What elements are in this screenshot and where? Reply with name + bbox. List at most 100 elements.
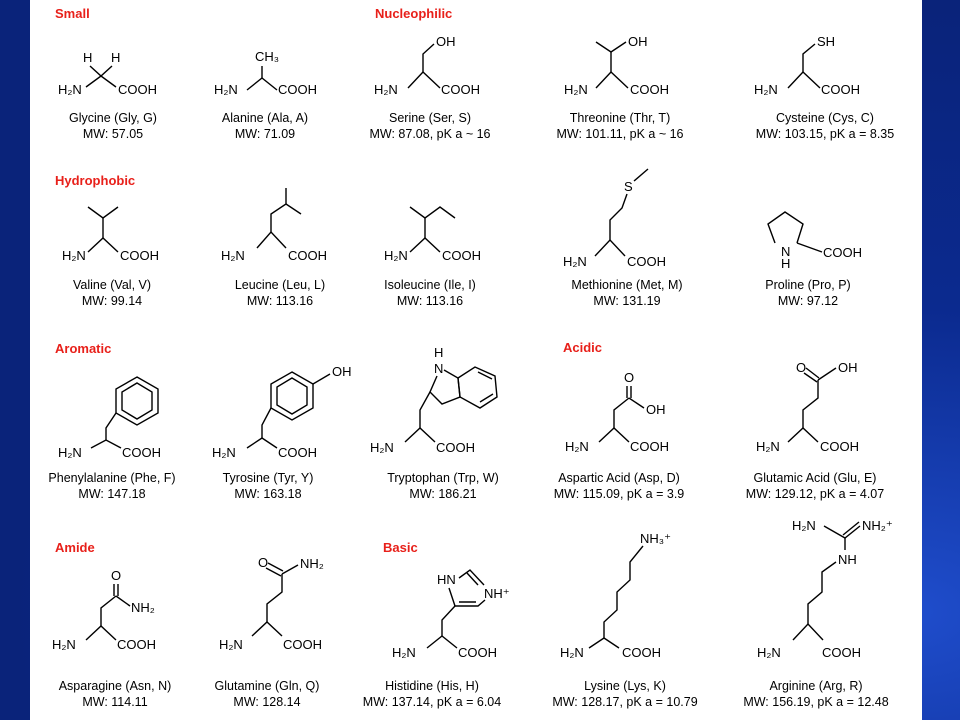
structure-glutamic-acid: O OH H₂N COOH [756, 360, 859, 454]
name-tyrosine: Tyrosine (Tyr, Y) [223, 471, 314, 485]
svg-text:COOH: COOH [288, 248, 327, 263]
mw-glycine: MW: 57.05 [83, 127, 143, 141]
svg-text:N: N [781, 244, 790, 259]
mw-glutamic-acid: MW: 129.12, pK a = 4.07 [746, 487, 884, 501]
structure-valine: H₂N COOH [62, 206, 159, 263]
name-glutamic-acid: Glutamic Acid (Glu, E) [754, 471, 877, 485]
svg-text:H₂N: H₂N [374, 82, 398, 97]
svg-text:H₂N: H₂N [565, 439, 589, 454]
svg-text:COOH: COOH [458, 645, 497, 660]
svg-text:OH: OH [646, 402, 666, 417]
mw-phenylalanine: MW: 147.18 [78, 487, 145, 501]
svg-text:H: H [434, 345, 443, 360]
svg-text:NH₂: NH₂ [300, 556, 324, 571]
mw-serine: MW: 87.08, pK a ~ 16 [369, 127, 490, 141]
mw-glutamine: MW: 128.14 [233, 695, 300, 709]
category-amide: Amide [55, 540, 95, 555]
mw-lysine: MW: 128.17, pK a = 10.79 [552, 695, 697, 709]
svg-text:COOH: COOH [120, 248, 159, 263]
mw-threonine: MW: 101.11, pK a ~ 16 [556, 127, 683, 141]
name-aspartic-acid: Aspartic Acid (Asp, D) [558, 471, 680, 485]
svg-text:H₂N: H₂N [58, 82, 82, 97]
mw-leucine: MW: 113.16 [247, 294, 313, 308]
svg-text:N: N [434, 361, 443, 376]
structure-tryptophan: H N H₂N COOH [370, 345, 498, 455]
name-tryptophan: Tryptophan (Trp, W) [387, 471, 499, 485]
category-aromatic: Aromatic [55, 341, 111, 356]
category-nucleophilic: Nucleophilic [375, 6, 452, 21]
svg-text:O: O [624, 370, 634, 385]
name-serine: Serine (Ser, S) [389, 111, 471, 125]
structure-tyrosine: OH H₂N COOH [212, 364, 352, 460]
name-valine: Valine (Val, V) [73, 278, 151, 292]
svg-text:COOH: COOH [622, 645, 661, 660]
name-arginine: Arginine (Arg, R) [769, 679, 862, 693]
structure-isoleucine: H₂N COOH [384, 206, 481, 263]
svg-text:O: O [258, 555, 268, 570]
name-proline: Proline (Pro, P) [765, 278, 850, 292]
svg-text:CH₃: CH₃ [255, 49, 279, 64]
structure-serine: OH H₂N COOH [374, 34, 480, 97]
svg-text:COOH: COOH [117, 637, 156, 652]
mw-alanine: MW: 71.09 [235, 127, 295, 141]
mw-asparagine: MW: 114.11 [82, 695, 147, 709]
svg-text:H₂N: H₂N [392, 645, 416, 660]
svg-text:H₂N: H₂N [563, 254, 587, 269]
svg-text:COOH: COOH [630, 439, 669, 454]
structure-cysteine: SH H₂N COOH [754, 34, 860, 97]
svg-text:NH₂⁺: NH₂⁺ [862, 518, 893, 533]
svg-text:COOH: COOH [278, 82, 317, 97]
structure-histidine: HN NH⁺ H₂N COOH [392, 569, 510, 660]
svg-text:COOH: COOH [823, 245, 862, 260]
category-acidic: Acidic [563, 340, 602, 355]
name-glycine: Glycine (Gly, G) [69, 111, 157, 125]
structure-glycine: H H H₂N COOH [58, 50, 157, 97]
svg-text:H₂N: H₂N [564, 82, 588, 97]
name-asparagine: Asparagine (Asn, N) [59, 679, 172, 693]
category-hydrophobic: Hydrophobic [55, 173, 135, 188]
svg-text:COOH: COOH [278, 445, 317, 460]
svg-text:HN: HN [437, 572, 456, 587]
svg-text:H₂N: H₂N [792, 518, 816, 533]
svg-text:H₂N: H₂N [219, 637, 243, 652]
structure-phenylalanine: H₂N COOH [58, 376, 161, 460]
name-glutamine: Glutamine (Gln, Q) [215, 679, 320, 693]
structure-alanine: CH₃ H₂N COOH [214, 49, 317, 97]
svg-text:H₂N: H₂N [214, 82, 238, 97]
structure-asparagine: O NH₂ H₂N COOH [52, 568, 156, 652]
svg-text:SH: SH [817, 34, 835, 49]
mw-proline: MW: 97.12 [778, 294, 838, 308]
svg-text:COOH: COOH [442, 248, 481, 263]
svg-text:H₂N: H₂N [756, 439, 780, 454]
svg-text:NH₂: NH₂ [131, 600, 155, 615]
svg-text:COOH: COOH [630, 82, 669, 97]
svg-text:COOH: COOH [436, 440, 475, 455]
svg-text:H₂N: H₂N [212, 445, 236, 460]
mw-methionine: MW: 131.19 [593, 294, 660, 308]
category-small: Small [55, 6, 90, 21]
svg-text:NH₃⁺: NH₃⁺ [640, 531, 671, 546]
mw-cysteine: MW: 103.15, pK a = 8.35 [756, 127, 894, 141]
content-panel [30, 0, 922, 720]
mw-histidine: MW: 137.14, pK a = 6.04 [363, 695, 501, 709]
svg-text:H₂N: H₂N [370, 440, 394, 455]
svg-text:COOH: COOH [822, 645, 861, 660]
svg-text:OH: OH [838, 360, 858, 375]
svg-text:H: H [83, 50, 92, 65]
svg-text:OH: OH [628, 34, 648, 49]
name-cysteine: Cysteine (Cys, C) [776, 111, 874, 125]
name-methionine: Methionine (Met, M) [571, 278, 682, 292]
name-histidine: Histidine (His, H) [385, 679, 479, 693]
mw-aspartic-acid: MW: 115.09, pK a = 3.9 [554, 487, 685, 501]
mw-tryptophan: MW: 186.21 [409, 487, 476, 501]
structure-threonine: OH H₂N COOH [564, 34, 669, 97]
structure-proline: N H COOH [767, 211, 862, 271]
name-alanine: Alanine (Ala, A) [222, 111, 308, 125]
svg-text:COOH: COOH [627, 254, 666, 269]
svg-text:H₂N: H₂N [52, 637, 76, 652]
svg-text:H₂N: H₂N [560, 645, 584, 660]
mw-tyrosine: MW: 163.18 [234, 487, 301, 501]
svg-text:H₂N: H₂N [754, 82, 778, 97]
svg-text:H₂N: H₂N [221, 248, 245, 263]
mw-arginine: MW: 156.19, pK a = 12.48 [743, 695, 888, 709]
